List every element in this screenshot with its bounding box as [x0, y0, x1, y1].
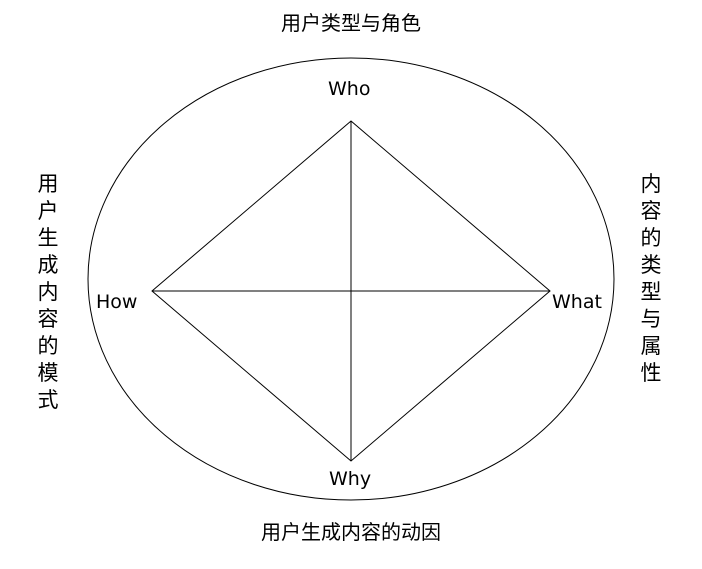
node-label-how: How	[96, 291, 138, 313]
top-caption: 用户类型与角色	[281, 11, 421, 35]
bottom-caption: 用户生成内容的动因	[261, 520, 441, 544]
node-label-what: What	[552, 291, 602, 313]
outer-ellipse	[87, 57, 615, 501]
right-caption: 内容的类型与属性	[640, 172, 662, 385]
node-label-why: Why	[329, 468, 372, 490]
node-label-who: Who	[328, 78, 371, 100]
left-caption: 用户生成内容的模式	[37, 172, 59, 412]
